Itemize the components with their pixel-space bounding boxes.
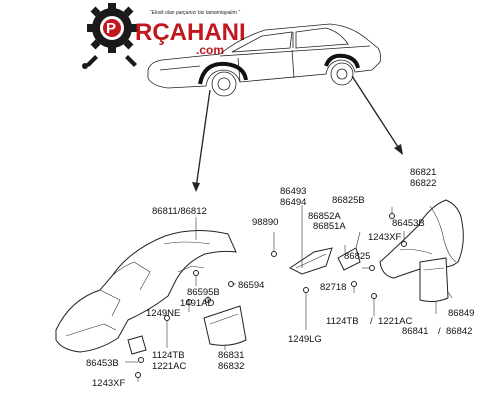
label-86831: 86831	[218, 350, 244, 361]
label-1221ac-left: 1221AC	[152, 361, 186, 372]
label-82718: 82718	[320, 282, 346, 293]
label-86849: 86849	[448, 308, 474, 319]
gear-icon	[87, 3, 137, 53]
label-1124tb-right: 1124TB	[326, 316, 359, 327]
logo-initial: P	[106, 20, 116, 37]
label-1491ad: 1491AD	[180, 298, 214, 309]
rear-arch-highlight	[324, 53, 360, 69]
label-1243xf-right: 1243XF	[368, 232, 401, 243]
label-86594: 86594	[238, 280, 264, 291]
label-1124tb-left: 1124TB	[152, 350, 185, 361]
label-86821: 86821	[410, 167, 436, 178]
svg-text:/: /	[438, 326, 441, 337]
logo-tagline: "Eksik olan parçanızı biz tamamlayalım."	[150, 10, 240, 16]
label-86851a: 86851A	[313, 221, 346, 232]
label-1243xf-left: 1243XF	[92, 378, 125, 389]
label-86841: 86841	[402, 326, 428, 337]
front-arch-highlight	[198, 61, 248, 85]
label-86825b: 86825B	[332, 195, 365, 206]
label-86832: 86832	[218, 361, 244, 372]
label-1249ne: 1249NE	[146, 308, 180, 319]
brand-logo: P RÇAHANI .com "Eksik olan parçanızı biz…	[82, 3, 246, 69]
label-1249lg: 1249LG	[288, 334, 322, 345]
front-liner-assembly	[55, 217, 247, 382]
rear-liner-assembly	[271, 199, 464, 330]
label-1221ac-right: 1221AC	[378, 316, 412, 327]
pointer-arrows	[192, 75, 403, 192]
label-86453b-right: 86453B	[392, 218, 425, 229]
label-86852a: 86852A	[308, 211, 341, 222]
car-outline	[147, 23, 382, 97]
logo-domain: .com	[196, 43, 224, 57]
logo-name: RÇAHANI	[135, 19, 246, 46]
label-86493: 86493	[280, 186, 306, 197]
part-labels: 86811/86812 86595B 1491AD 86594 1249NE 8…	[86, 167, 474, 389]
label-86494: 86494	[280, 197, 306, 208]
svg-text:/: /	[370, 316, 373, 327]
label-86595b: 86595B	[187, 287, 220, 298]
label-86822: 86822	[410, 178, 436, 189]
label-86842: 86842	[446, 326, 472, 337]
label-98890: 98890	[252, 217, 278, 228]
label-separators: / /	[370, 316, 441, 337]
label-86825: 86825	[344, 251, 370, 262]
wrench-icon	[82, 55, 137, 69]
label-86811-86812: 86811/86812	[152, 206, 207, 217]
label-86453b-left: 86453B	[86, 358, 119, 369]
